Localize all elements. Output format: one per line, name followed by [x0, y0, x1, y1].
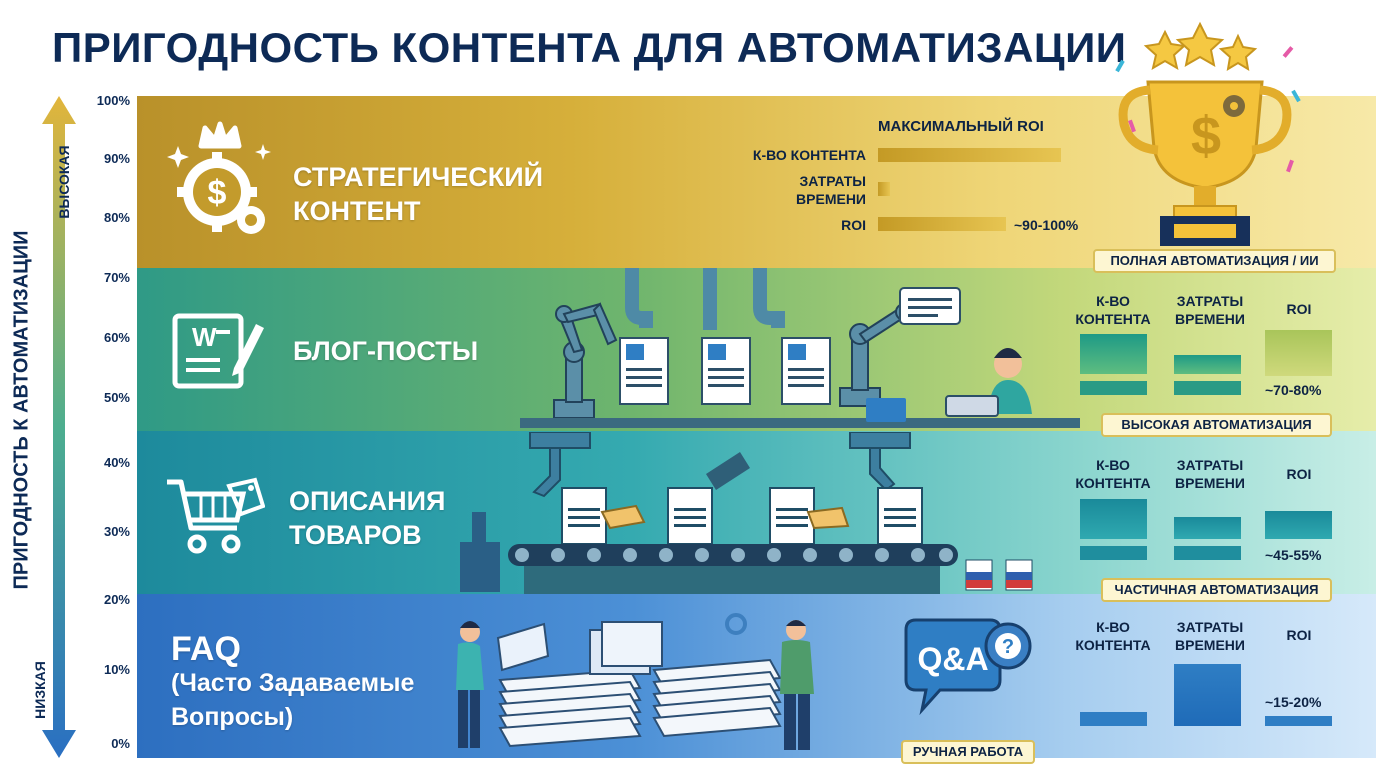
blog-bar-volume	[1080, 334, 1147, 374]
blog-bar-time	[1174, 355, 1241, 374]
faq-bar-time	[1174, 664, 1241, 726]
faq-roi-range: ~15-20%	[1265, 694, 1322, 710]
blog-label: БЛОГ-ПОСТЫ	[293, 336, 479, 366]
roi-range: ~90-100%	[1014, 217, 1079, 233]
products-bar-volume-base	[1080, 546, 1147, 560]
products-roi-range: ~45-55%	[1265, 547, 1322, 563]
partial-automation-badge: ЧАСТИЧНАЯ АВТОМАТИЗАЦИЯ	[1101, 578, 1332, 602]
faq-metric-roi-label: ROI	[1286, 627, 1312, 643]
blog-bar-time-base	[1174, 381, 1241, 395]
tick-label: 30%	[103, 524, 130, 539]
bar-roi	[878, 217, 1006, 231]
blog-roi-range: ~70-80%	[1265, 382, 1322, 398]
blog-metric-roi-label: ROI	[1286, 301, 1312, 317]
products-bar-time	[1174, 517, 1241, 539]
high-automation-badge: ВЫСОКАЯ АВТОМАТИЗАЦИЯ	[1101, 413, 1332, 437]
products-metric-roi-label: ROI	[1286, 466, 1312, 482]
document-pen-icon: W	[172, 313, 264, 389]
faq-label: FAQ (Часто Задаваемые Вопросы)	[171, 630, 415, 731]
svg-text:$: $	[1191, 106, 1221, 166]
tick-label: 90%	[103, 151, 130, 166]
shopping-cart-tag-icon	[167, 477, 265, 554]
conveyor-illustration	[460, 432, 1033, 594]
svg-text:?: ?	[1002, 636, 1014, 658]
metric-roi-label: ROI	[841, 217, 866, 233]
strategic-label: СТРАТЕГИЧЕСКИЙ КОНТЕНТ	[293, 162, 544, 226]
max-roi-header: МАКСИМАЛЬНЫЙ ROI	[878, 118, 1044, 135]
gear-dollar-crown-icon: $	[167, 121, 271, 234]
bar-time	[878, 182, 890, 196]
products-bar-roi	[1265, 511, 1332, 539]
manual-work-badge: РУЧНАЯ РАБОТА	[901, 740, 1035, 764]
faq-bar-roi	[1265, 716, 1332, 726]
bar-volume	[878, 148, 1061, 162]
qa-text: Q&A	[917, 641, 988, 677]
blog-bar-roi	[1265, 330, 1332, 376]
blog-bar-volume-base	[1080, 381, 1147, 395]
svg-text:$: $	[208, 174, 227, 212]
tick-label: 80%	[103, 210, 130, 225]
tick-label: 40%	[103, 455, 130, 470]
tick-label: 50%	[103, 390, 130, 405]
products-bar-time-base	[1174, 546, 1241, 560]
robot-arms-illustration	[520, 268, 1080, 428]
products-bar-volume	[1080, 499, 1147, 539]
page-title: ПРИГОДНОСТЬ КОНТЕНТА ДЛЯ АВТОМАТИЗАЦИИ	[52, 24, 1127, 71]
full-automation-badge: ПОЛНАЯ АВТОМАТИЗАЦИЯ / ИИ	[1093, 249, 1336, 273]
svg-text:W: W	[192, 322, 217, 352]
trophy-icon: $	[1115, 21, 1301, 246]
qa-bubble-icon: Q&A ?	[904, 618, 1032, 716]
tick-label: 10%	[103, 662, 130, 677]
tick-label: 60%	[103, 330, 130, 345]
suitability-arrow	[42, 96, 76, 758]
paperwork-people-illustration	[456, 613, 814, 750]
products-label: ОПИСАНИЯ ТОВАРОВ	[289, 486, 446, 550]
metric-volume-label: К-ВО КОНТЕНТА	[752, 147, 866, 163]
tick-label: 100%	[96, 93, 130, 108]
tick-label: 0%	[111, 736, 130, 751]
tick-label: 70%	[103, 270, 130, 285]
tick-label: 20%	[103, 592, 130, 607]
metric-time-label: ЗАТРАТЫ ВРЕМЕНИ	[796, 173, 866, 207]
faq-bar-volume	[1080, 712, 1147, 726]
